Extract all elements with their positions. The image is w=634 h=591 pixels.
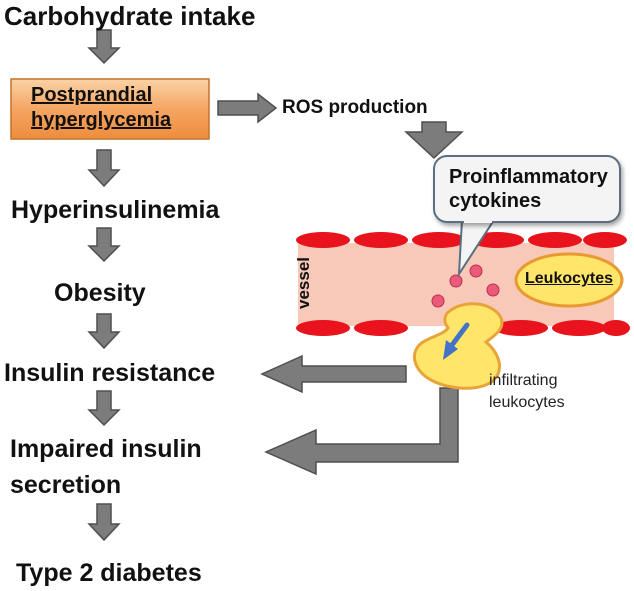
ros-production-label: ROS production [282,97,428,118]
cytokine-particle [449,274,463,288]
vessel-wall-cell [412,232,466,248]
postprandial-box [10,78,210,140]
vessel-wall-cell [494,320,548,336]
hyperinsulinemia-label: Hyperinsulinemia [11,196,220,224]
ros-down-arrow [404,121,464,160]
cytokines-callout: Proinflammatory cytokines [433,155,621,223]
migration-arrow-head [443,340,458,360]
down-arrow-1 [87,29,121,65]
arrow-to-insulin-resistance [260,354,407,394]
cytokines-line2: cytokines [449,190,542,212]
leukocyte-cell [514,252,624,308]
type2-diabetes-label: Type 2 diabetes [16,559,202,587]
vessel-wall-cell [354,232,408,248]
impaired-secretion-line2: secretion [10,471,122,499]
cytokine-particle [431,294,445,308]
vessel-label: vessel [294,257,313,309]
down-arrow-4 [87,313,121,350]
vessel-wall-cell [528,232,582,248]
cytokines-line1: Proinflammatory [449,166,608,188]
down-arrow-5 [87,390,121,427]
infiltrating-line1: infiltrating [489,372,558,389]
arrow-to-impaired-secretion [264,387,459,476]
vessel-wall-cell [602,320,630,336]
postprandial-line1: Postprandial [31,84,153,106]
carbohydrate-intake-label: Carbohydrate intake [4,1,256,31]
infiltrating-line2: leukocytes [489,394,565,411]
obesity-label: Obesity [54,279,146,307]
vessel-wall-cell [296,232,350,248]
cytokine-particle [469,264,483,278]
migration-arrow-shaft [449,322,470,348]
infiltrating-leukocyte-cell [412,302,504,390]
vessel-wall-cell [296,320,350,336]
vessel-wall-cell [583,232,627,248]
vessel-wall-cell [354,320,408,336]
callout-joint [464,219,492,223]
leukocytes-label: Leukocytes [525,270,614,287]
right-arrow-ros [217,92,278,124]
down-arrow-2 [87,149,121,188]
down-arrow-6 [87,503,121,542]
down-arrow-3 [87,227,121,263]
insulin-resistance-label: Insulin resistance [4,359,216,387]
impaired-secretion-line1: Impaired insulin [10,435,202,463]
postprandial-line2: hyperglycemia [31,109,172,131]
vessel-wall-cell [552,320,606,336]
cytokine-particle [486,283,500,297]
